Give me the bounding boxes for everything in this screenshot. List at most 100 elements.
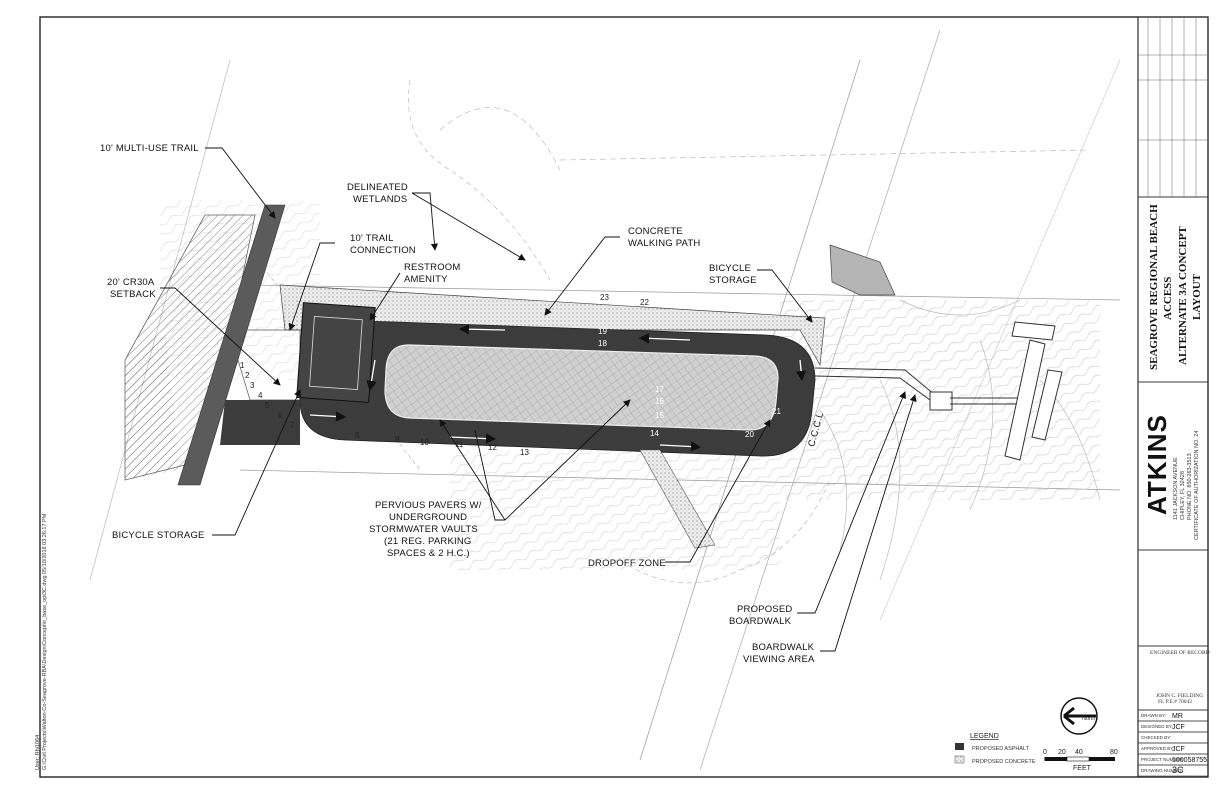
stall-number: 15 xyxy=(655,411,664,420)
stall-number: 7 xyxy=(290,421,295,430)
title-block-row-label: CHECKED BY: xyxy=(1141,735,1171,740)
legend-title: LEGEND xyxy=(970,733,999,740)
label-boardwalk-1: PROPOSED xyxy=(737,604,792,615)
drive-arrows xyxy=(309,324,807,452)
stall-number: 11 xyxy=(455,440,464,449)
scale-tick-80: 80 xyxy=(1110,749,1118,756)
label-bike-top-2: STORAGE xyxy=(709,275,757,286)
stall-number: 22 xyxy=(640,298,649,307)
address-3: PHONE NO. 850-263-3513 xyxy=(1187,453,1193,520)
label-bike-top-1: BICYCLE xyxy=(709,263,751,274)
label-wetlands-2: WETLANDS xyxy=(353,194,407,205)
multi-use-trail xyxy=(177,204,286,486)
label-trail-connection-1: 10' TRAIL xyxy=(350,233,394,244)
stall-number: 16 xyxy=(655,397,664,406)
stall-number: 8 xyxy=(355,431,360,440)
title-block-row-value: JCF xyxy=(1172,724,1185,731)
address-1: 1141 JACKSON AVENUE xyxy=(1173,457,1179,520)
scale-bar: 0 20 40 80 FEET xyxy=(1043,749,1118,772)
legend-swatch-asphalt xyxy=(955,743,964,750)
label-multi-use-trail: 10' MULTI-USE TRAIL xyxy=(100,143,199,154)
boardwalk xyxy=(814,321,1063,461)
stall-number: 14 xyxy=(650,429,659,438)
title-block-row-label: DESIGNED BY: xyxy=(1141,724,1173,729)
stall-number: 5 xyxy=(265,401,270,410)
asphalt-entrance xyxy=(220,400,300,445)
stall-number: 13 xyxy=(520,448,529,457)
scale-tick-0: 0 xyxy=(1043,749,1047,756)
scale-tick-40: 40 xyxy=(1075,749,1083,756)
file-path-stamp: G:\Civil Projects\Walton-Co-Seagrove-RBA… xyxy=(42,513,48,770)
stall-number: 9 xyxy=(395,435,400,444)
sheet-title-4: LAYOUT xyxy=(1191,273,1203,320)
dropoff-path xyxy=(639,449,716,549)
stall-number: 6 xyxy=(278,411,283,420)
label-trail-connection-2: CONNECTION xyxy=(350,245,416,256)
label-walk-1: CONCRETE xyxy=(628,226,683,237)
address-4: CERTIFICATE OF AUTHORIZATION NO. 24 xyxy=(1194,431,1200,540)
label-pavers-4: (21 REG. PARKING xyxy=(384,536,472,547)
label-dropoff: DROPOFF ZONE xyxy=(588,558,666,569)
sheet-title-3: ALTERNATE 3A CONCEPT xyxy=(1177,226,1189,365)
title-block-row-label: DRAWN BY: xyxy=(1141,713,1166,718)
stall-number: 4 xyxy=(258,391,263,400)
label-setback-2: SETBACK xyxy=(110,289,156,300)
sheet-title-2: ACCESS xyxy=(1162,277,1174,320)
stall-number: 18 xyxy=(598,339,607,348)
company-logo: ATKINS xyxy=(1142,414,1172,515)
engineer-pe: FL P.E.# 70042 xyxy=(1158,699,1192,705)
label-pavers-1: PERVIOUS PAVERS W/ xyxy=(375,500,482,511)
title-block: SEAGROVE REGIONAL BEACH ACCESS ALTERNATE… xyxy=(1137,16,1210,777)
label-viewing-1: BOARDWALK xyxy=(752,642,815,653)
label-wetlands-1: DELINEATED xyxy=(347,182,408,193)
sheet-title-1: SEAGROVE REGIONAL BEACH xyxy=(1148,204,1160,370)
stall-number: 12 xyxy=(488,443,497,452)
engineer-name: JOHN C. FIELDING xyxy=(1156,693,1203,699)
stall-number: 10 xyxy=(420,438,429,447)
stall-number: 2 xyxy=(245,371,250,380)
label-walk-2: WALKING PATH xyxy=(628,238,700,249)
stall-number: 23 xyxy=(600,293,609,302)
title-block-row-label: DRAWING NUMBER: xyxy=(1141,768,1185,773)
label-pavers-2: UNDERGROUND xyxy=(389,512,467,523)
label-setback-1: 20' CR30A xyxy=(107,277,155,288)
user-stamp: User: Rhi1064 xyxy=(35,735,41,770)
stall-number: 1 xyxy=(240,361,245,370)
label-restroom-2: AMENITY xyxy=(404,274,448,285)
legend-asphalt: PROPOSED ASPHALT xyxy=(972,746,1030,752)
legend-swatch-concrete xyxy=(954,755,965,764)
pervious-paver-island xyxy=(384,344,779,431)
label-bike-bottom: BICYCLE STORAGE xyxy=(112,530,205,541)
stall-number: 21 xyxy=(772,407,781,416)
stall-number: 19 xyxy=(598,327,607,336)
leader-lines xyxy=(160,147,917,652)
legend: LEGEND PROPOSED ASPHALT PROPOSED CONCRET… xyxy=(954,733,1036,765)
label-pavers-5: SPACES & 2 H.C.) xyxy=(387,548,470,559)
bicycle-storage-area xyxy=(829,244,896,296)
address-2: CHIPLEY, FL 32428 xyxy=(1180,471,1186,520)
north-label: North xyxy=(1082,716,1095,722)
scale-unit: FEET xyxy=(1073,765,1092,772)
title-block-row-label: PROJECT NUMBER: xyxy=(1141,757,1184,762)
title-block-row-label: APPROVED BY: xyxy=(1141,746,1174,751)
north-arrow: North xyxy=(1060,697,1098,735)
scale-tick-20: 20 xyxy=(1058,749,1066,756)
title-block-row-value: 3C xyxy=(1172,765,1184,775)
label-boardwalk-2: BOARDWALK xyxy=(729,616,792,627)
restroom-building xyxy=(296,302,376,403)
stall-number: 3 xyxy=(250,381,255,390)
title-block-row xyxy=(1137,764,1209,777)
title-block-row-value: 100058755 xyxy=(1172,757,1207,764)
label-viewing-2: VIEWING AREA xyxy=(743,654,815,665)
stall-number: 17 xyxy=(655,385,664,394)
concrete-walking-path xyxy=(279,284,826,367)
engineer-header: ENGINEER OF RECORD xyxy=(1150,650,1210,656)
stall-number: 20 xyxy=(745,430,754,439)
title-block-row-value: JCF xyxy=(1172,746,1185,753)
label-pavers-3: STORMWATER VAULTS xyxy=(369,524,478,535)
legend-concrete: PROPOSED CONCRETE xyxy=(972,759,1036,765)
